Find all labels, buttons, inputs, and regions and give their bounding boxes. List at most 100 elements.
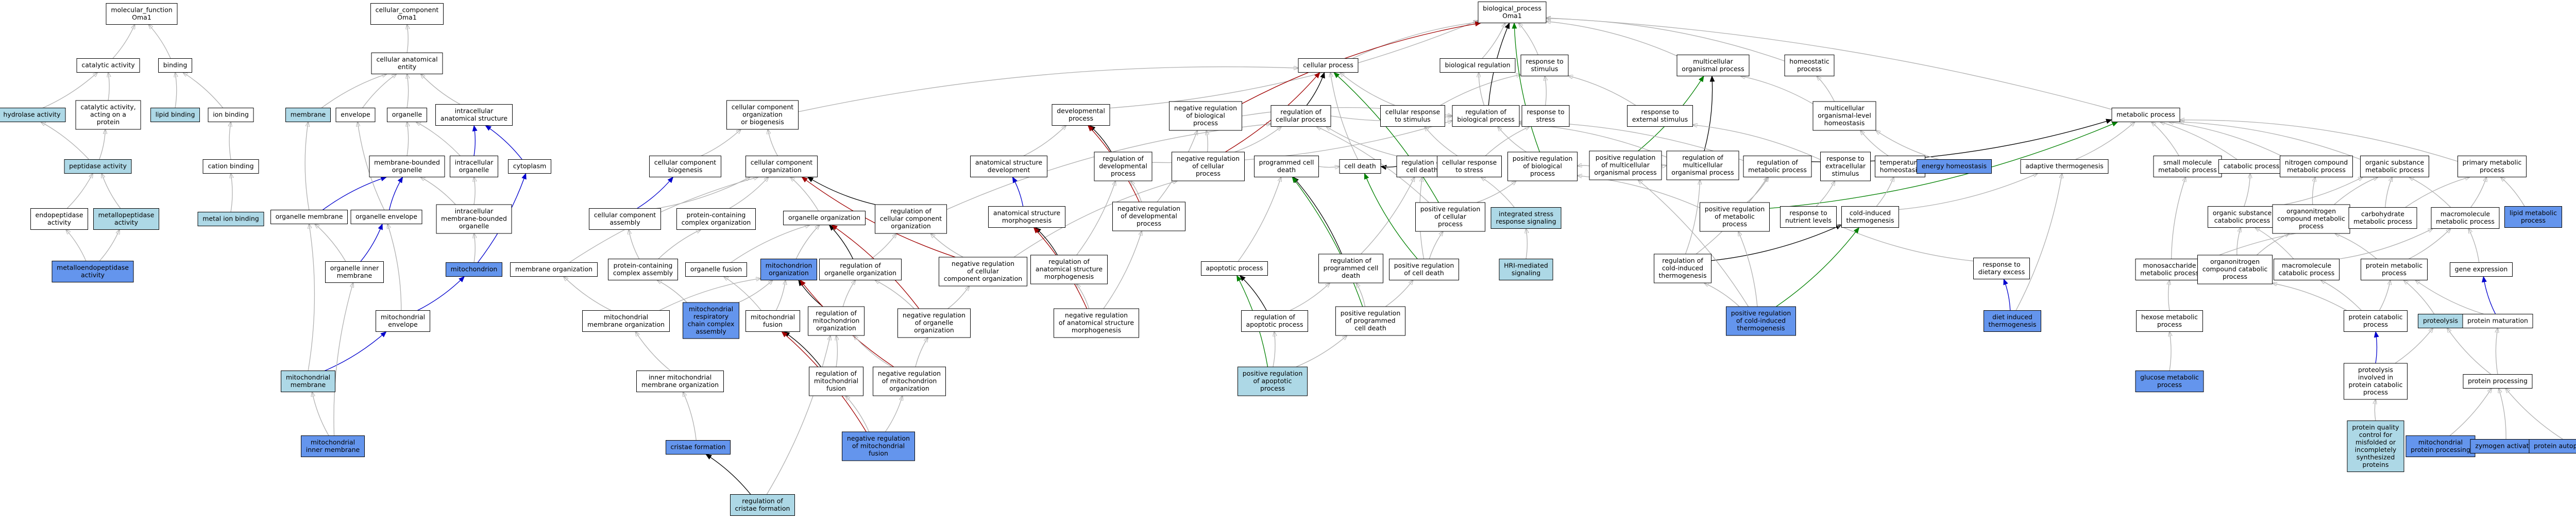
edge-is-a	[2179, 122, 2361, 160]
edge-line	[2379, 280, 2390, 311]
node-label-line: metabolic process	[2116, 111, 2175, 119]
go-term-node-lipid-binding: lipid binding	[150, 108, 200, 122]
edge-line	[629, 230, 640, 259]
edge-line	[1012, 176, 1024, 207]
edge-is-a	[1356, 283, 1366, 307]
node-label-line: proteolysis	[2423, 317, 2458, 325]
go-term-node-adaptive-thermo: adaptive thermogenesis	[2020, 159, 2109, 174]
node-label-line: adaptive thermogenesis	[2025, 162, 2104, 170]
node-label-line: organelle	[459, 222, 489, 230]
edge-line	[1326, 127, 1397, 157]
node-label-line: cellular component	[751, 159, 812, 166]
node-label-line: protein autoprocessing	[2534, 442, 2576, 450]
edge-line	[915, 338, 928, 367]
edge-is-a	[635, 332, 671, 372]
node-box	[745, 310, 800, 332]
node-label-line: cold-induced	[1850, 209, 1891, 217]
node-box	[2348, 207, 2417, 229]
edge-is-a	[1876, 130, 1939, 160]
edge-is-a	[1485, 127, 1530, 156]
node-label-line: extracellular	[1825, 162, 1866, 170]
edge-is-a	[738, 280, 772, 303]
edge-is-a	[1440, 75, 1521, 106]
node-label-line: activity	[47, 219, 72, 226]
node-label-line: development	[988, 166, 1030, 174]
edge-line	[1546, 18, 2112, 110]
edge-line	[1318, 166, 1340, 167]
edge-line	[2449, 389, 2492, 436]
node-label-line: intracellular	[455, 107, 494, 115]
node-label-line: process	[1530, 170, 1555, 177]
node-box	[1726, 306, 1796, 336]
node-label-line: organization	[742, 111, 783, 119]
edge-line	[315, 224, 346, 262]
edge-line	[1076, 181, 1116, 256]
edge-line	[324, 331, 387, 372]
edge-line	[421, 74, 461, 105]
node-box	[2347, 421, 2404, 472]
edge-part-of	[2003, 278, 2011, 311]
edge-line	[2505, 389, 2564, 440]
edge-line	[1076, 284, 1090, 309]
edge-is-a	[1482, 23, 1505, 59]
edge-line	[729, 177, 769, 209]
node-label-line: membrane-bounded	[374, 159, 440, 166]
edge-is-a	[2470, 177, 2487, 208]
node-label-line: regulation of	[1757, 159, 1798, 166]
edge-is-a	[701, 129, 741, 157]
edge-is-a	[2273, 283, 2347, 311]
go-term-node-binding: binding	[158, 58, 192, 73]
node-label-line: molecular_function	[111, 6, 172, 14]
node-label-line: of mitochondrion	[882, 377, 937, 385]
edge-line	[1476, 181, 1516, 203]
edge-is-a	[2405, 177, 2469, 208]
edge-is-a	[1837, 225, 1974, 262]
node-label-line: metallopeptidase	[98, 211, 155, 219]
node-label-line: response to	[1641, 108, 1679, 116]
node-label-line: cristae formation	[671, 443, 726, 451]
edge-line	[407, 25, 408, 53]
edge-line	[1860, 130, 1889, 157]
edge-line	[1876, 130, 1939, 160]
node-label-line: cell death	[1344, 162, 1376, 170]
node-box	[325, 261, 384, 283]
node-label-line: catabolic process	[2279, 269, 2335, 277]
node-box	[970, 156, 1047, 177]
edge-is-a	[2379, 280, 2390, 311]
node-label-line: metabolic process	[2158, 166, 2217, 174]
node-label-line: process	[2363, 389, 2388, 396]
edge-regulates	[705, 453, 751, 495]
node-label-line: morphogenesis	[1002, 216, 1052, 224]
node-label-line: morphogenesis	[1072, 326, 1121, 334]
edge-line	[2075, 122, 2134, 160]
edge-line	[416, 122, 461, 156]
edge-line	[1816, 181, 1835, 207]
edge-is-a	[2168, 280, 2170, 311]
edge-part-of	[485, 125, 522, 160]
node-box	[30, 208, 88, 230]
edge-line	[657, 280, 687, 303]
edge-line	[420, 177, 456, 205]
node-label-line: macromolecule	[2441, 210, 2490, 218]
edge-is-a	[2339, 229, 2433, 260]
node-label-line: of biological	[1186, 112, 1225, 120]
node-box	[809, 366, 863, 396]
edge-part-of	[322, 176, 387, 211]
node-label-line: anatomical structure	[993, 209, 1060, 217]
node-box	[1984, 310, 2041, 332]
edge-is-a	[845, 396, 870, 432]
edge-line	[854, 335, 892, 367]
edge-is-a	[407, 122, 409, 156]
edge-part-of	[360, 223, 383, 262]
node-label-line: response to	[1826, 155, 1864, 162]
node-label-line: process	[1260, 384, 1285, 392]
node-label-line: of anatomical structure	[1059, 319, 1134, 327]
edge-is-a	[842, 280, 855, 307]
